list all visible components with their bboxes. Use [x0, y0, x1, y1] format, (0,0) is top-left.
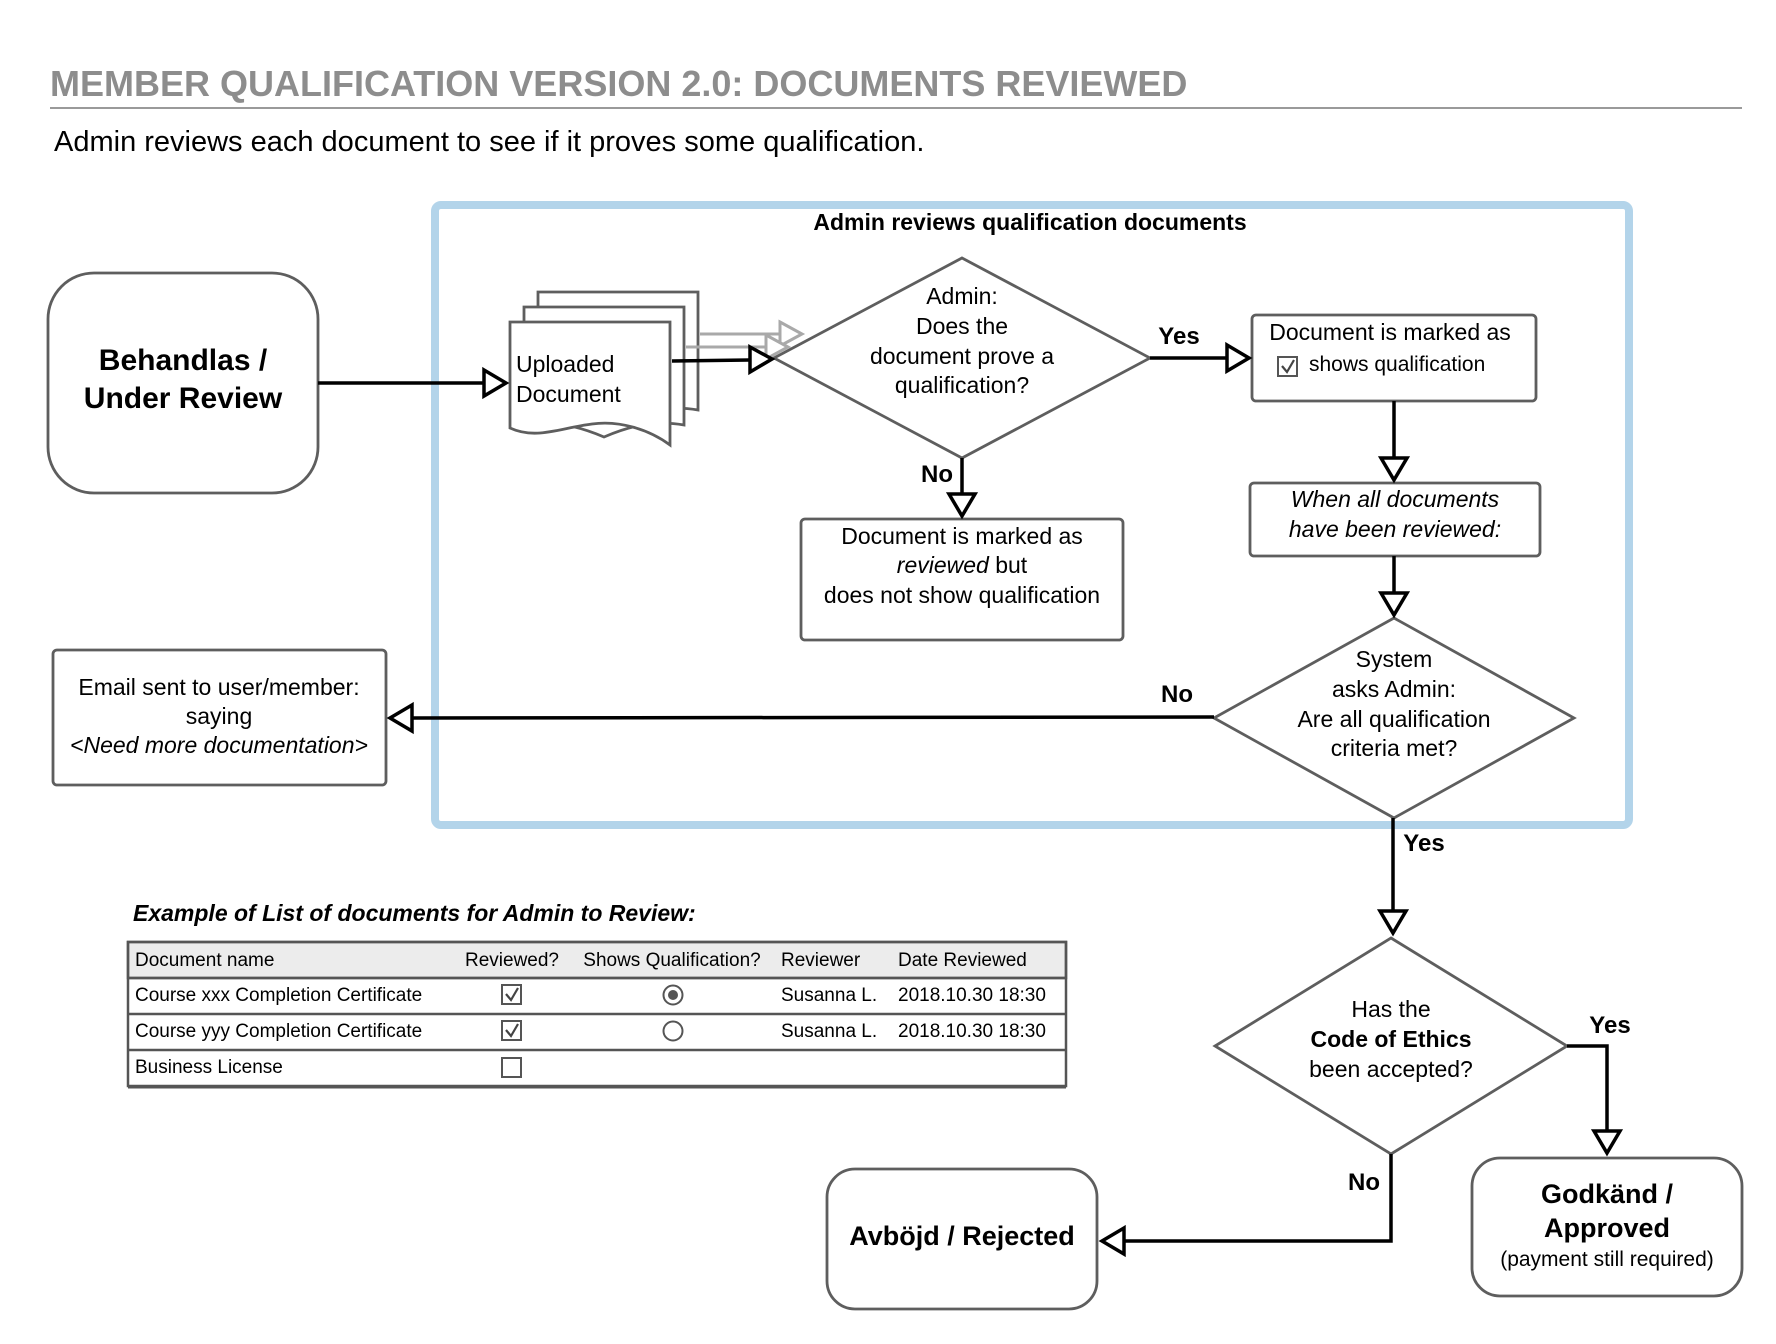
shows-qualification-radio[interactable]: [662, 1020, 684, 1042]
row-reviewer: Susanna L.: [781, 1021, 877, 1042]
all-reviewed-line2: have been reviewed:: [1289, 516, 1501, 542]
ghost-arrowhead-icon: [764, 332, 792, 362]
node-uploaded-document[interactable]: Uploaded Document: [508, 290, 700, 448]
arrowhead-icon: [1377, 456, 1411, 484]
table-header-shows: Shows Qualification?: [583, 950, 760, 971]
edges: [318, 319, 1624, 1258]
review-container-border: [431, 201, 1633, 829]
edge-ethics-yes: [1567, 1044, 1609, 1131]
decision-criteria-line4: criteria met?: [1331, 735, 1458, 761]
label-ethics-no: No: [1348, 1169, 1380, 1196]
node-all-documents-reviewed[interactable]: When all documents have been reviewed:: [1248, 481, 1542, 558]
label-criteria-yes: Yes: [1403, 830, 1444, 857]
approved-line3: (payment still required): [1500, 1248, 1714, 1271]
all-reviewed-line1: When all documents: [1291, 486, 1500, 512]
table-row[interactable]: Business License: [135, 1057, 522, 1078]
decision-criteria-line1: System: [1356, 646, 1433, 672]
decision-proof-line4: qualification?: [895, 372, 1029, 398]
label-ethics-yes: Yes: [1589, 1012, 1630, 1039]
approved-line2: Approved: [1544, 1213, 1670, 1243]
marked-reviewed-line2: reviewed but: [897, 552, 1028, 578]
table-header-reviewer: Reviewer: [781, 950, 861, 971]
decision-criteria-line2: asks Admin:: [1332, 676, 1456, 702]
decision-ethics-line3: been accepted?: [1309, 1056, 1473, 1082]
edge-document-to-decision: [671, 358, 751, 363]
arrowhead-icon: [482, 366, 510, 400]
page-title: MEMBER QUALIFICATION VERSION 2.0: DOCUME…: [50, 63, 1187, 104]
decision-proof-line3: document prove a: [870, 343, 1054, 369]
arrowhead-icon: [945, 492, 979, 520]
marked-reviewed-line3: does not show qualification: [824, 582, 1100, 608]
checkmark-icon: [1281, 359, 1295, 374]
uploaded-document-line1: Uploaded: [516, 351, 614, 377]
edge-criteria-no: [411, 715, 1215, 720]
row-date: 2018.10.30 18:30: [898, 1021, 1046, 1042]
email-sent-line3: <Need more documentation>: [70, 732, 368, 758]
table-header-name: Document name: [135, 950, 274, 971]
node-marked-shows-qualification[interactable]: Document is marked as shows qualificatio…: [1250, 313, 1538, 403]
table-caption: Example of List of documents for Admin t…: [133, 900, 696, 926]
decision-code-of-ethics[interactable]: Has the Code of Ethics been accepted?: [1212, 936, 1570, 1156]
label-criteria-no: No: [1161, 681, 1193, 708]
under-review-line1: Behandlas /: [99, 344, 268, 377]
ghost-arrowhead-icon: [778, 319, 806, 349]
decision-proves-qualification[interactable]: Admin: Does the document prove a qualifi…: [771, 256, 1153, 460]
table-row[interactable]: Course yyy Completion Certificate Susann…: [135, 1020, 1046, 1042]
label-proof-yes: Yes: [1158, 323, 1199, 350]
node-approved[interactable]: Godkänd / Approved (payment still requir…: [1470, 1156, 1744, 1298]
arrowhead-icon: [1098, 1224, 1126, 1258]
decision-proof-line2: Does the: [916, 313, 1008, 339]
marked-reviewed-but: but: [989, 552, 1028, 578]
checkmark-icon: [505, 1023, 519, 1038]
review-container-title: Admin reviews qualification documents: [813, 209, 1246, 235]
arrowhead-icon: [386, 701, 414, 735]
email-sent-line2: saying: [186, 703, 252, 729]
row-date: 2018.10.30 18:30: [898, 985, 1046, 1006]
arrowhead-icon: [1225, 341, 1253, 375]
decision-criteria-line3: Are all qualification: [1297, 706, 1490, 732]
row-document-name: Course xxx Completion Certificate: [135, 985, 422, 1006]
arrowhead-icon: [1590, 1129, 1624, 1157]
email-sent-line1: Email sent to user/member:: [78, 674, 359, 700]
decision-criteria-met[interactable]: System asks Admin: Are all qualification…: [1211, 616, 1577, 820]
approved-line1: Godkänd /: [1541, 1179, 1674, 1209]
table-header-date: Date Reviewed: [898, 950, 1027, 971]
row-document-name: Course yyy Completion Certificate: [135, 1021, 422, 1042]
decision-ethics-line1: Has the: [1351, 996, 1430, 1022]
example-document-table: Example of List of documents for Admin t…: [126, 900, 1068, 1089]
node-under-review[interactable]: Behandlas / Under Review: [46, 271, 320, 495]
edge-ethics-no: [1124, 1154, 1393, 1243]
marked-shows-line2: shows qualification: [1309, 353, 1485, 376]
marked-reviewed-italic: reviewed: [897, 552, 990, 578]
arrowhead-icon: [1377, 591, 1411, 619]
review-container: Admin reviews qualification documents: [431, 201, 1633, 829]
node-marked-reviewed[interactable]: Document is marked as reviewed but does …: [799, 517, 1125, 642]
reviewed-checkbox[interactable]: [501, 1057, 522, 1078]
arrowhead-icon: [1376, 909, 1410, 937]
arrowhead-icon: [748, 344, 776, 376]
label-proof-no: No: [921, 461, 953, 488]
rejected-label: Avböjd / Rejected: [849, 1221, 1075, 1251]
radio-selected-dot-icon: [668, 990, 678, 1000]
node-email-sent[interactable]: Email sent to user/member: saying <Need …: [51, 648, 388, 787]
table-row[interactable]: Course xxx Completion Certificate Susann…: [135, 984, 1046, 1006]
row-document-name: Business License: [135, 1057, 283, 1078]
node-rejected[interactable]: Avböjd / Rejected: [825, 1167, 1099, 1311]
under-review-line2: Under Review: [84, 382, 283, 415]
row-reviewer: Susanna L.: [781, 985, 877, 1006]
uploaded-document-line2: Document: [516, 381, 621, 407]
marked-reviewed-line1: Document is marked as: [841, 523, 1083, 549]
decision-ethics-line2: Code of Ethics: [1310, 1026, 1471, 1052]
page-subtitle: Admin reviews each document to see if it…: [54, 126, 924, 158]
checkmark-icon: [505, 987, 519, 1002]
marked-shows-line1: Document is marked as: [1269, 319, 1511, 345]
decision-proof-line1: Admin:: [926, 283, 998, 309]
table-header-reviewed: Reviewed?: [465, 950, 559, 971]
